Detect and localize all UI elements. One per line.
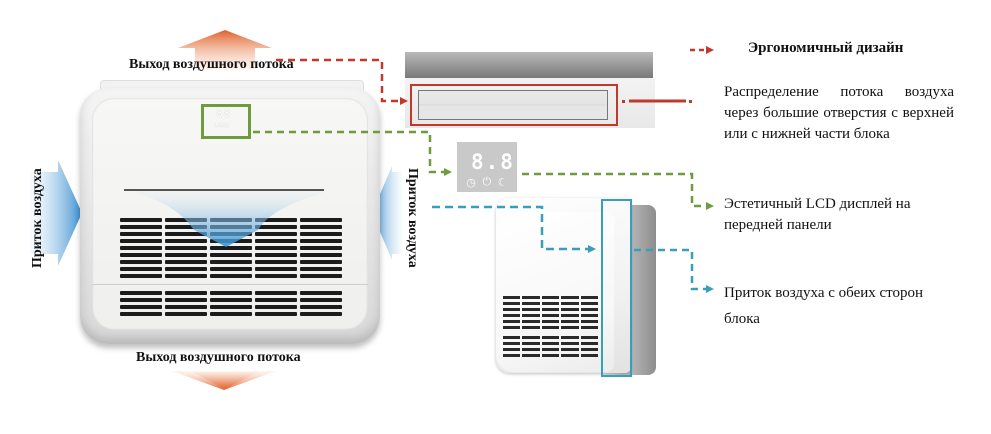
grille-column	[255, 218, 297, 281]
grille-column	[561, 296, 579, 332]
grille-column	[522, 336, 540, 360]
grille-column	[120, 291, 162, 319]
grille-column	[120, 218, 162, 281]
main-unit-top-strip	[100, 80, 364, 91]
ceiling-unit-highlight	[410, 84, 618, 126]
main-unit-lower-grille	[120, 291, 342, 319]
feature-airflow-distribution-text: Распределение потока воздуха через больш…	[724, 84, 954, 142]
left-intake-arrow	[30, 160, 82, 266]
right-intake-arrow	[372, 166, 402, 260]
main-unit-display-icons: ◔◔◔	[214, 121, 230, 129]
grille-column	[503, 336, 521, 360]
airflow-slot	[124, 189, 324, 191]
ceiling-unit-body	[405, 52, 653, 82]
green-connector-display	[253, 130, 444, 174]
main-unit-upper-grille	[120, 218, 342, 281]
mode-icon: ☾	[497, 177, 508, 189]
side-unit-lower-grille	[503, 336, 598, 360]
grille-column	[255, 291, 297, 319]
red-dot-left	[622, 100, 625, 103]
lcd-digits: 8.8	[471, 150, 515, 174]
green-arrowhead-feature	[706, 202, 714, 210]
main-unit-display-highlight	[201, 104, 251, 139]
red-dot-right	[689, 100, 692, 103]
lcd-icon-row: ◷ ⏻ ☾	[463, 176, 511, 189]
red-arrowhead-ceiling	[400, 97, 408, 105]
feature-ergonomic-title: Эргономичный дизайн	[748, 40, 904, 56]
timer-icon: ◷	[466, 177, 476, 189]
blue-connector-feature	[634, 248, 706, 291]
top-outflow-arrow	[178, 30, 272, 70]
feature-side-intake-line2: блока	[724, 311, 760, 327]
blue-connector-intake	[432, 205, 588, 251]
ceiling-unit-grille	[418, 90, 608, 120]
grille-column	[522, 296, 540, 332]
green-arrowhead-lcd	[444, 168, 452, 176]
grille-column	[541, 296, 560, 332]
side-unit-upper-grille	[503, 296, 598, 332]
side-unit-front-panel	[496, 212, 614, 372]
red-connector-top	[276, 58, 400, 103]
feature-lcd-display-text: Эстетичный LCD дисплей на передней панел…	[724, 196, 911, 233]
grille-column	[541, 336, 560, 360]
feature-side-intake-line1: Приток воздуха с обеих сторон	[724, 285, 924, 301]
top-outflow-label: Выход воздушного потока	[129, 57, 294, 72]
lcd-panel-closeup: 8.8 ◷ ⏻ ☾	[457, 142, 517, 192]
red-legend-arrowhead	[706, 46, 714, 54]
grille-column	[300, 291, 342, 319]
internal-airflow-funnel	[132, 191, 328, 247]
grille-column	[580, 336, 598, 360]
grille-column	[580, 296, 598, 332]
power-icon: ⏻	[482, 176, 492, 188]
blue-arrowhead-side-unit	[588, 245, 596, 253]
green-connector-feature	[522, 172, 706, 208]
grille-column	[165, 291, 207, 319]
grille-column	[210, 291, 252, 319]
blue-arrowhead-feature	[706, 285, 714, 293]
grille-column	[300, 218, 342, 281]
bottom-outflow-arrow-head	[172, 371, 276, 390]
grille-column	[503, 296, 521, 332]
grille-column	[561, 336, 579, 360]
side-unit-highlight	[601, 199, 632, 377]
bottom-outflow-label: Выход воздушного потока	[136, 350, 301, 365]
main-unit-display-digits: 88	[216, 107, 232, 120]
main-unit-grille-divider	[92, 284, 368, 285]
